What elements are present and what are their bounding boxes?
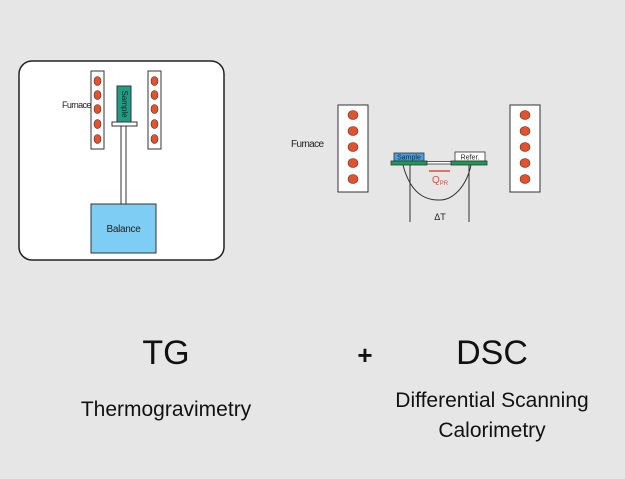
heater-coil [150, 104, 159, 114]
tg-balance-rod [120, 125, 127, 205]
heater-coil [93, 104, 102, 114]
dsc-furnace-left [337, 104, 369, 193]
dsc-heat-flow-label: QPR [432, 175, 449, 187]
tg-furnace-label: Furnace [62, 100, 91, 110]
tg-full-name: Thermogravimetry [80, 398, 252, 421]
heater-coil [150, 76, 159, 86]
heater-coil [93, 76, 102, 86]
plus-sign: + [357, 340, 373, 370]
dsc-delta-t-label: ΔT [434, 212, 446, 222]
heater-coil [93, 134, 102, 144]
tg-balance [90, 203, 157, 254]
dsc-full-name-line2: Calorimetry [438, 419, 546, 442]
dsc-title: DSC [456, 334, 528, 372]
heater-coil [519, 110, 531, 120]
heater-coil [519, 126, 531, 136]
heater-coil [93, 90, 102, 100]
heater-coil [93, 119, 102, 129]
heater-coil [347, 142, 359, 152]
heat-flow-symbol: Q [432, 175, 440, 186]
heat-flow-subscript: PR [440, 181, 449, 187]
heater-coil [347, 174, 359, 184]
dsc-connecting-plate [426, 161, 452, 165]
heater-coil [519, 174, 531, 184]
dsc-furnace-label: Furnace [291, 139, 325, 150]
heater-coil [150, 134, 159, 144]
dsc-sample-pan [390, 160, 428, 166]
heater-coil [150, 90, 159, 100]
dsc-full-name-line1: Differential Scanning [395, 389, 589, 412]
heater-coil [519, 158, 531, 168]
tg-sample-label: Sample [120, 90, 129, 118]
dsc-reference-label: Refer. [461, 155, 480, 162]
heater-coil [519, 142, 531, 152]
dsc-reference-pan [450, 160, 488, 166]
heater-coil [347, 126, 359, 136]
dsc-thermocouple-curve [402, 164, 472, 201]
tg-title: TG [142, 334, 190, 372]
heater-coil [347, 110, 359, 120]
tg-balance-label: Balance [106, 224, 141, 235]
tg-furnace-left [90, 70, 105, 150]
dsc-sample-label: Sample [397, 155, 421, 162]
dsc-furnace-right [509, 104, 541, 193]
tg-furnace-right [147, 70, 162, 150]
heater-coil [347, 158, 359, 168]
heater-coil [150, 119, 159, 129]
tg-holder-bar [111, 121, 138, 127]
